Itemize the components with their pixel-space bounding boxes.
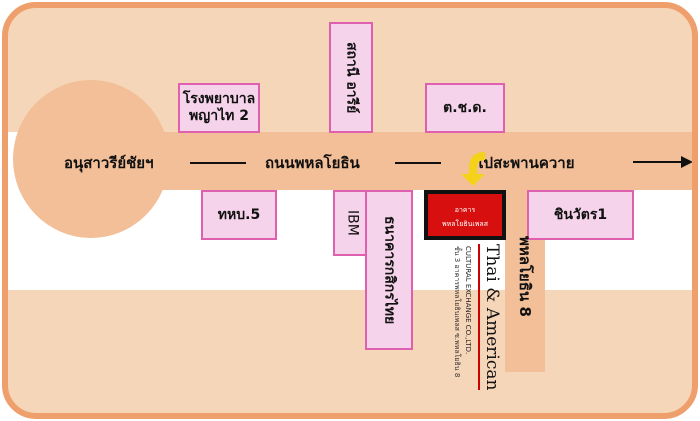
sign-line2: พหลโยธินเพลส (441, 220, 488, 228)
landmark-hospital: โรงพยาบาล พญาไท 2 (178, 83, 260, 133)
landmark-army: ทหบ.5 (201, 190, 277, 240)
arrow-right-icon (633, 156, 692, 168)
company-subtitle: CULTURAL EXCHANGE CO.,LTD. (464, 246, 472, 355)
label-to-saphan-khwai: ไปสะพานควาย (476, 154, 575, 172)
label-soi-8: พหลโยธิน 8 (516, 236, 534, 317)
main-road (128, 132, 692, 190)
sign-line1: อาคาร (454, 206, 476, 214)
road-line (190, 162, 246, 164)
company-address: ชั้น 3 อาคารพหลโยธินเพลส ซ.พหลโยธิน 8 (453, 246, 461, 378)
turn-arrow-icon (461, 152, 485, 186)
landmark-tcd: ต.ช.ด. (425, 83, 505, 133)
landmark-shinawatra: ชินวัตร1 (527, 190, 634, 240)
road-line (395, 162, 441, 164)
landmark-bts-ari: สถานี อารีย์ (329, 22, 373, 133)
landmark-ibm: IBM (333, 190, 371, 256)
landmark-kbank: ธนาคารกสิกรไทย (365, 190, 413, 350)
company-name: Thai & American (478, 244, 502, 391)
target-building-sign: อาคาร พหลโยธินเพลส (424, 190, 506, 240)
label-phahonyothin: ถนนพหลโยธิน (265, 154, 360, 172)
label-victory-monument: อนุสาวรีย์ชัยฯ (64, 154, 154, 172)
